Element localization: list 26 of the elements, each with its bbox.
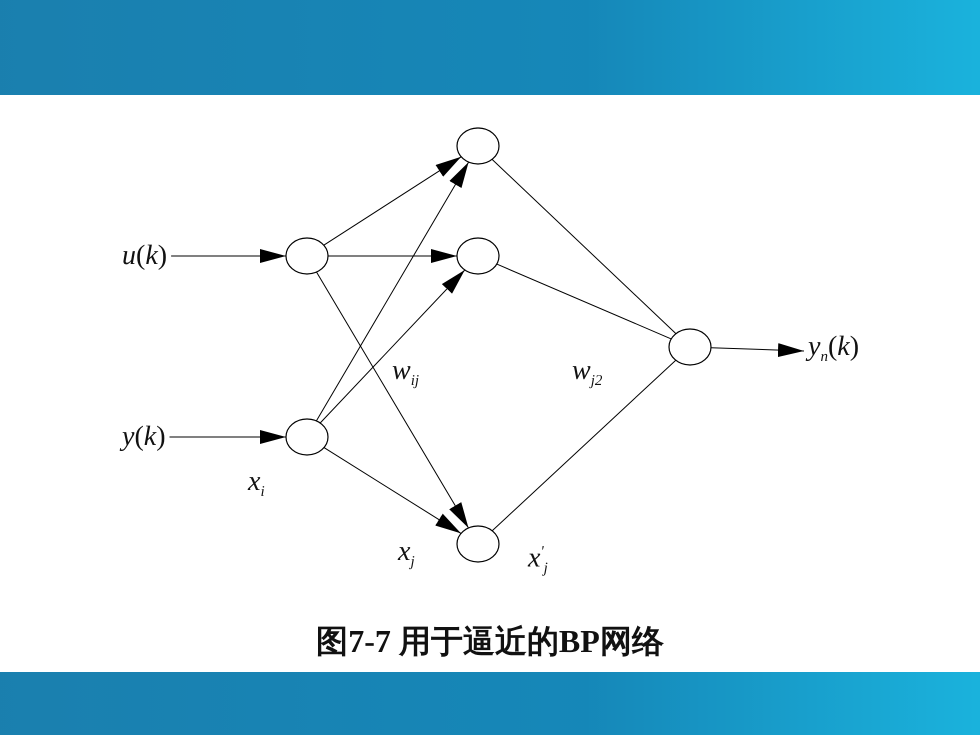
variable-label: x$_{j}$ (398, 536, 415, 572)
arrow (316, 272, 469, 528)
figure-caption: 图7-7 用于逼近的BP网络 (316, 623, 664, 659)
arrow (710, 343, 804, 358)
arrow (316, 162, 470, 422)
arrow (328, 249, 458, 263)
variable-label: x$_{i}$ (248, 466, 265, 502)
arrow (323, 156, 462, 246)
arrow (170, 249, 286, 263)
neuron-circle (456, 127, 500, 165)
variable-label: w$_{j2}$ (572, 355, 602, 391)
connection-line (492, 360, 676, 532)
connection-line (496, 264, 672, 340)
neuron-circle (285, 237, 329, 275)
signal-label: u(k) (122, 240, 168, 272)
neuron-circle (668, 328, 712, 366)
connection-line (492, 158, 676, 334)
signal-label: y(k) (122, 421, 166, 453)
arrow (320, 270, 466, 424)
variable-label: w$_{ij}$ (392, 355, 420, 391)
signal-label: y$_{n}$(k) (808, 331, 860, 373)
arrow (324, 447, 462, 534)
neuron-circle (285, 418, 329, 456)
neuron-circle (456, 525, 500, 563)
neuron-circle (456, 237, 500, 275)
arrow (169, 430, 286, 444)
